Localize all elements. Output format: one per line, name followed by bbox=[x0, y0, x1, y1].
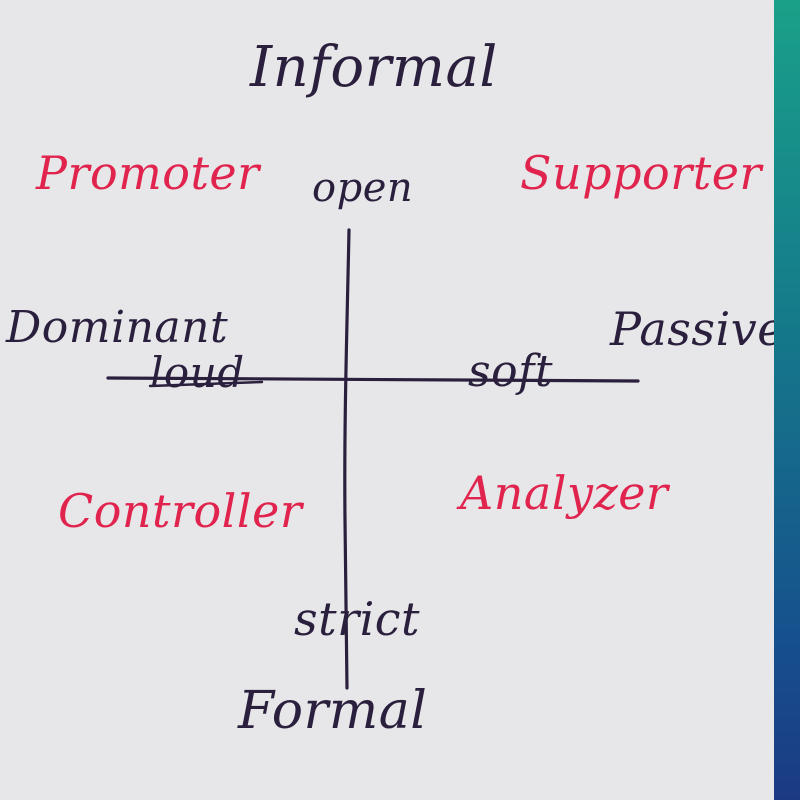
horizontal-axis bbox=[106, 376, 640, 383]
label-formal: Formal bbox=[238, 681, 428, 741]
vertical-axis bbox=[343, 228, 351, 690]
quadrant-analyzer: Analyzer bbox=[460, 466, 669, 520]
label-loud: loud bbox=[150, 348, 245, 397]
quadrant-promoter: Promoter bbox=[36, 146, 260, 200]
quadrant-controller: Controller bbox=[58, 484, 303, 538]
label-dominant: Dominant bbox=[6, 302, 229, 353]
quadrant-supporter: Supporter bbox=[520, 146, 762, 200]
label-passive: Passive bbox=[610, 302, 785, 356]
label-strict: strict bbox=[294, 592, 421, 646]
gradient-edge-bar bbox=[774, 0, 800, 800]
label-soft: soft bbox=[468, 346, 554, 397]
label-open: open bbox=[312, 165, 414, 211]
strike-line bbox=[148, 380, 264, 388]
label-informal: Informal bbox=[250, 35, 498, 100]
